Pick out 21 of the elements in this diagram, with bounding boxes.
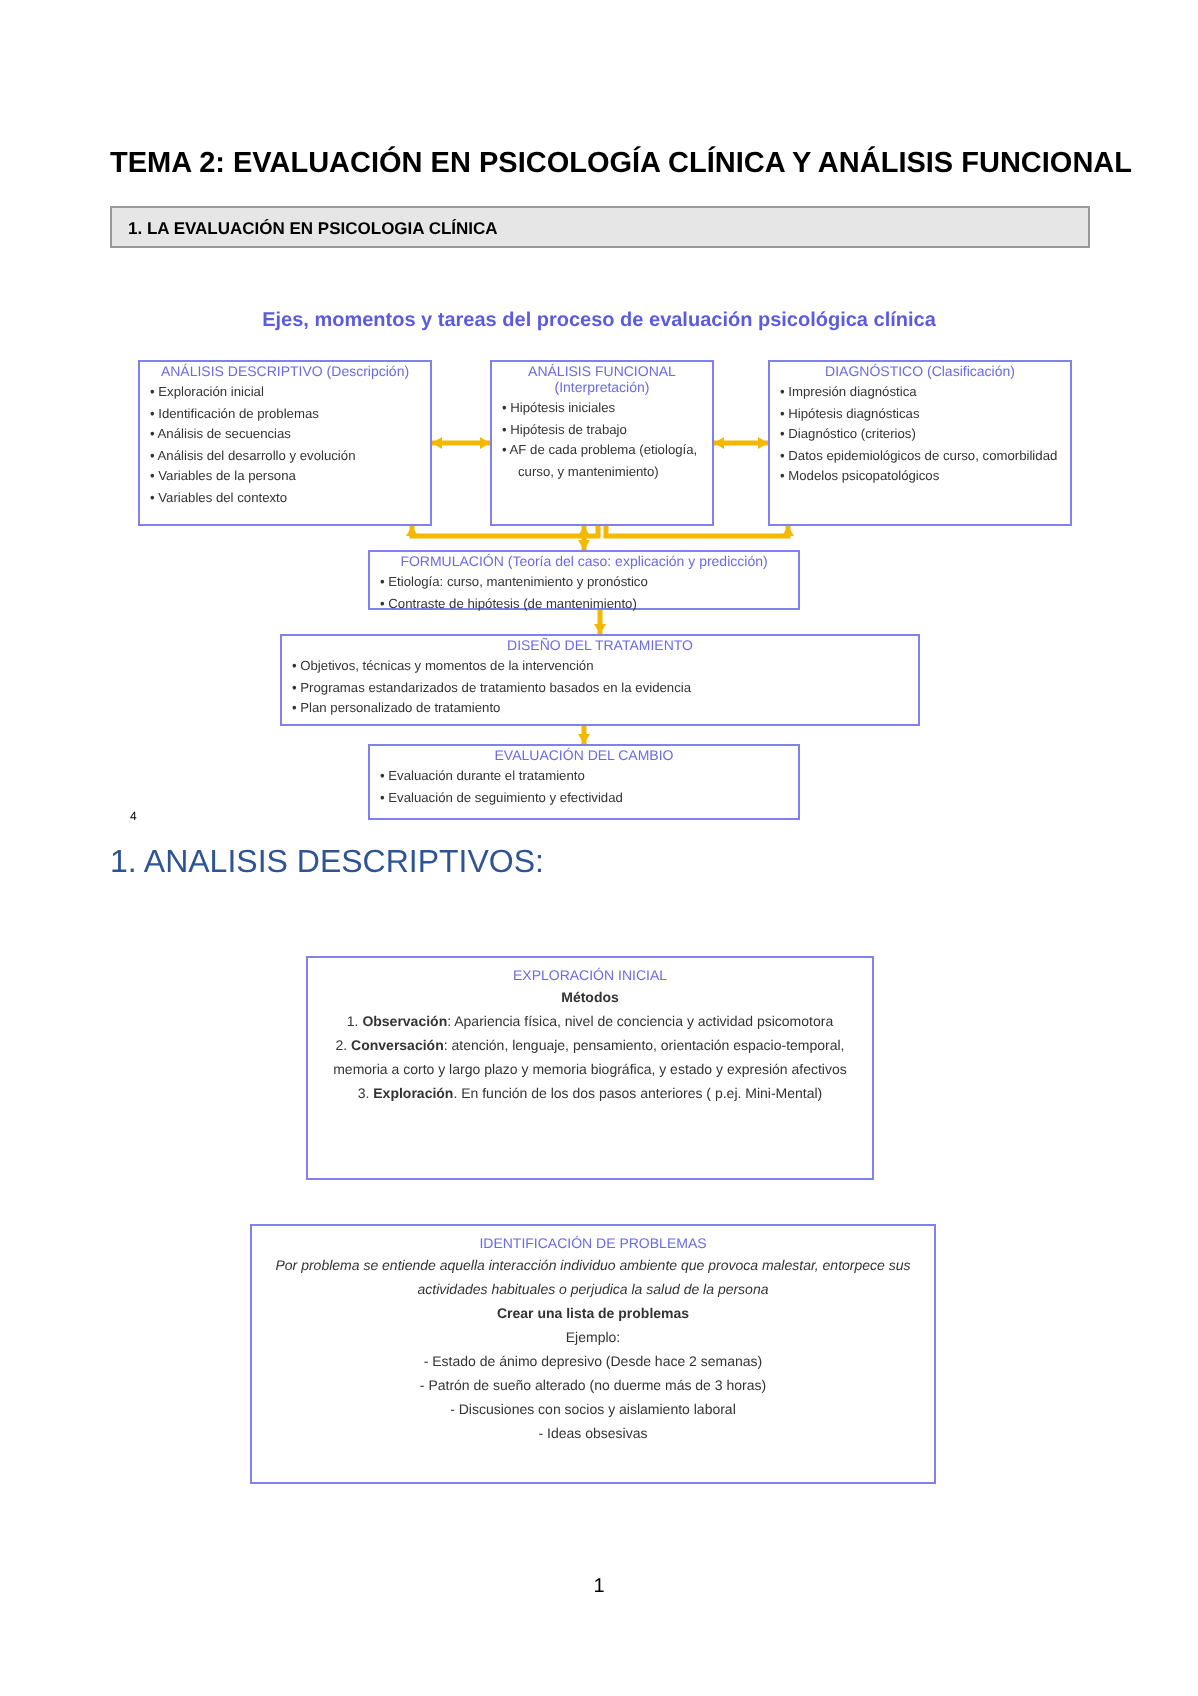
arrow [603,526,794,539]
diagram-box [368,550,800,610]
diagram-box [280,634,920,726]
arrow [578,526,590,550]
section-heading: 1. ANALISIS DESCRIPTIVOS: [110,846,544,882]
diagram-box [306,956,874,1180]
page-title: TEMA 2: EVALUACIÓN EN PSICOLOGÍA CLÍNICA Y ANÁLISIS FUNCIONAL [110,148,1133,180]
diagram-box [490,360,714,526]
arrow [714,437,768,449]
section-heading: 1. LA EVALUACIÓN EN PSICOLOGIA CLÍNICA [128,218,498,238]
section-band [110,206,1090,248]
arrow [578,726,590,744]
heading-text: Ejes, momentos y tareas del proceso de evaluación psicológica clínica [260,310,938,332]
diagram-box [250,1224,936,1484]
arrow [594,610,606,634]
diagram-box [768,360,1072,526]
arrow [432,437,490,449]
diagram-box [368,744,800,820]
page-number: 1 [591,1576,607,1598]
arrow [406,526,601,539]
diagram-box [138,360,432,526]
